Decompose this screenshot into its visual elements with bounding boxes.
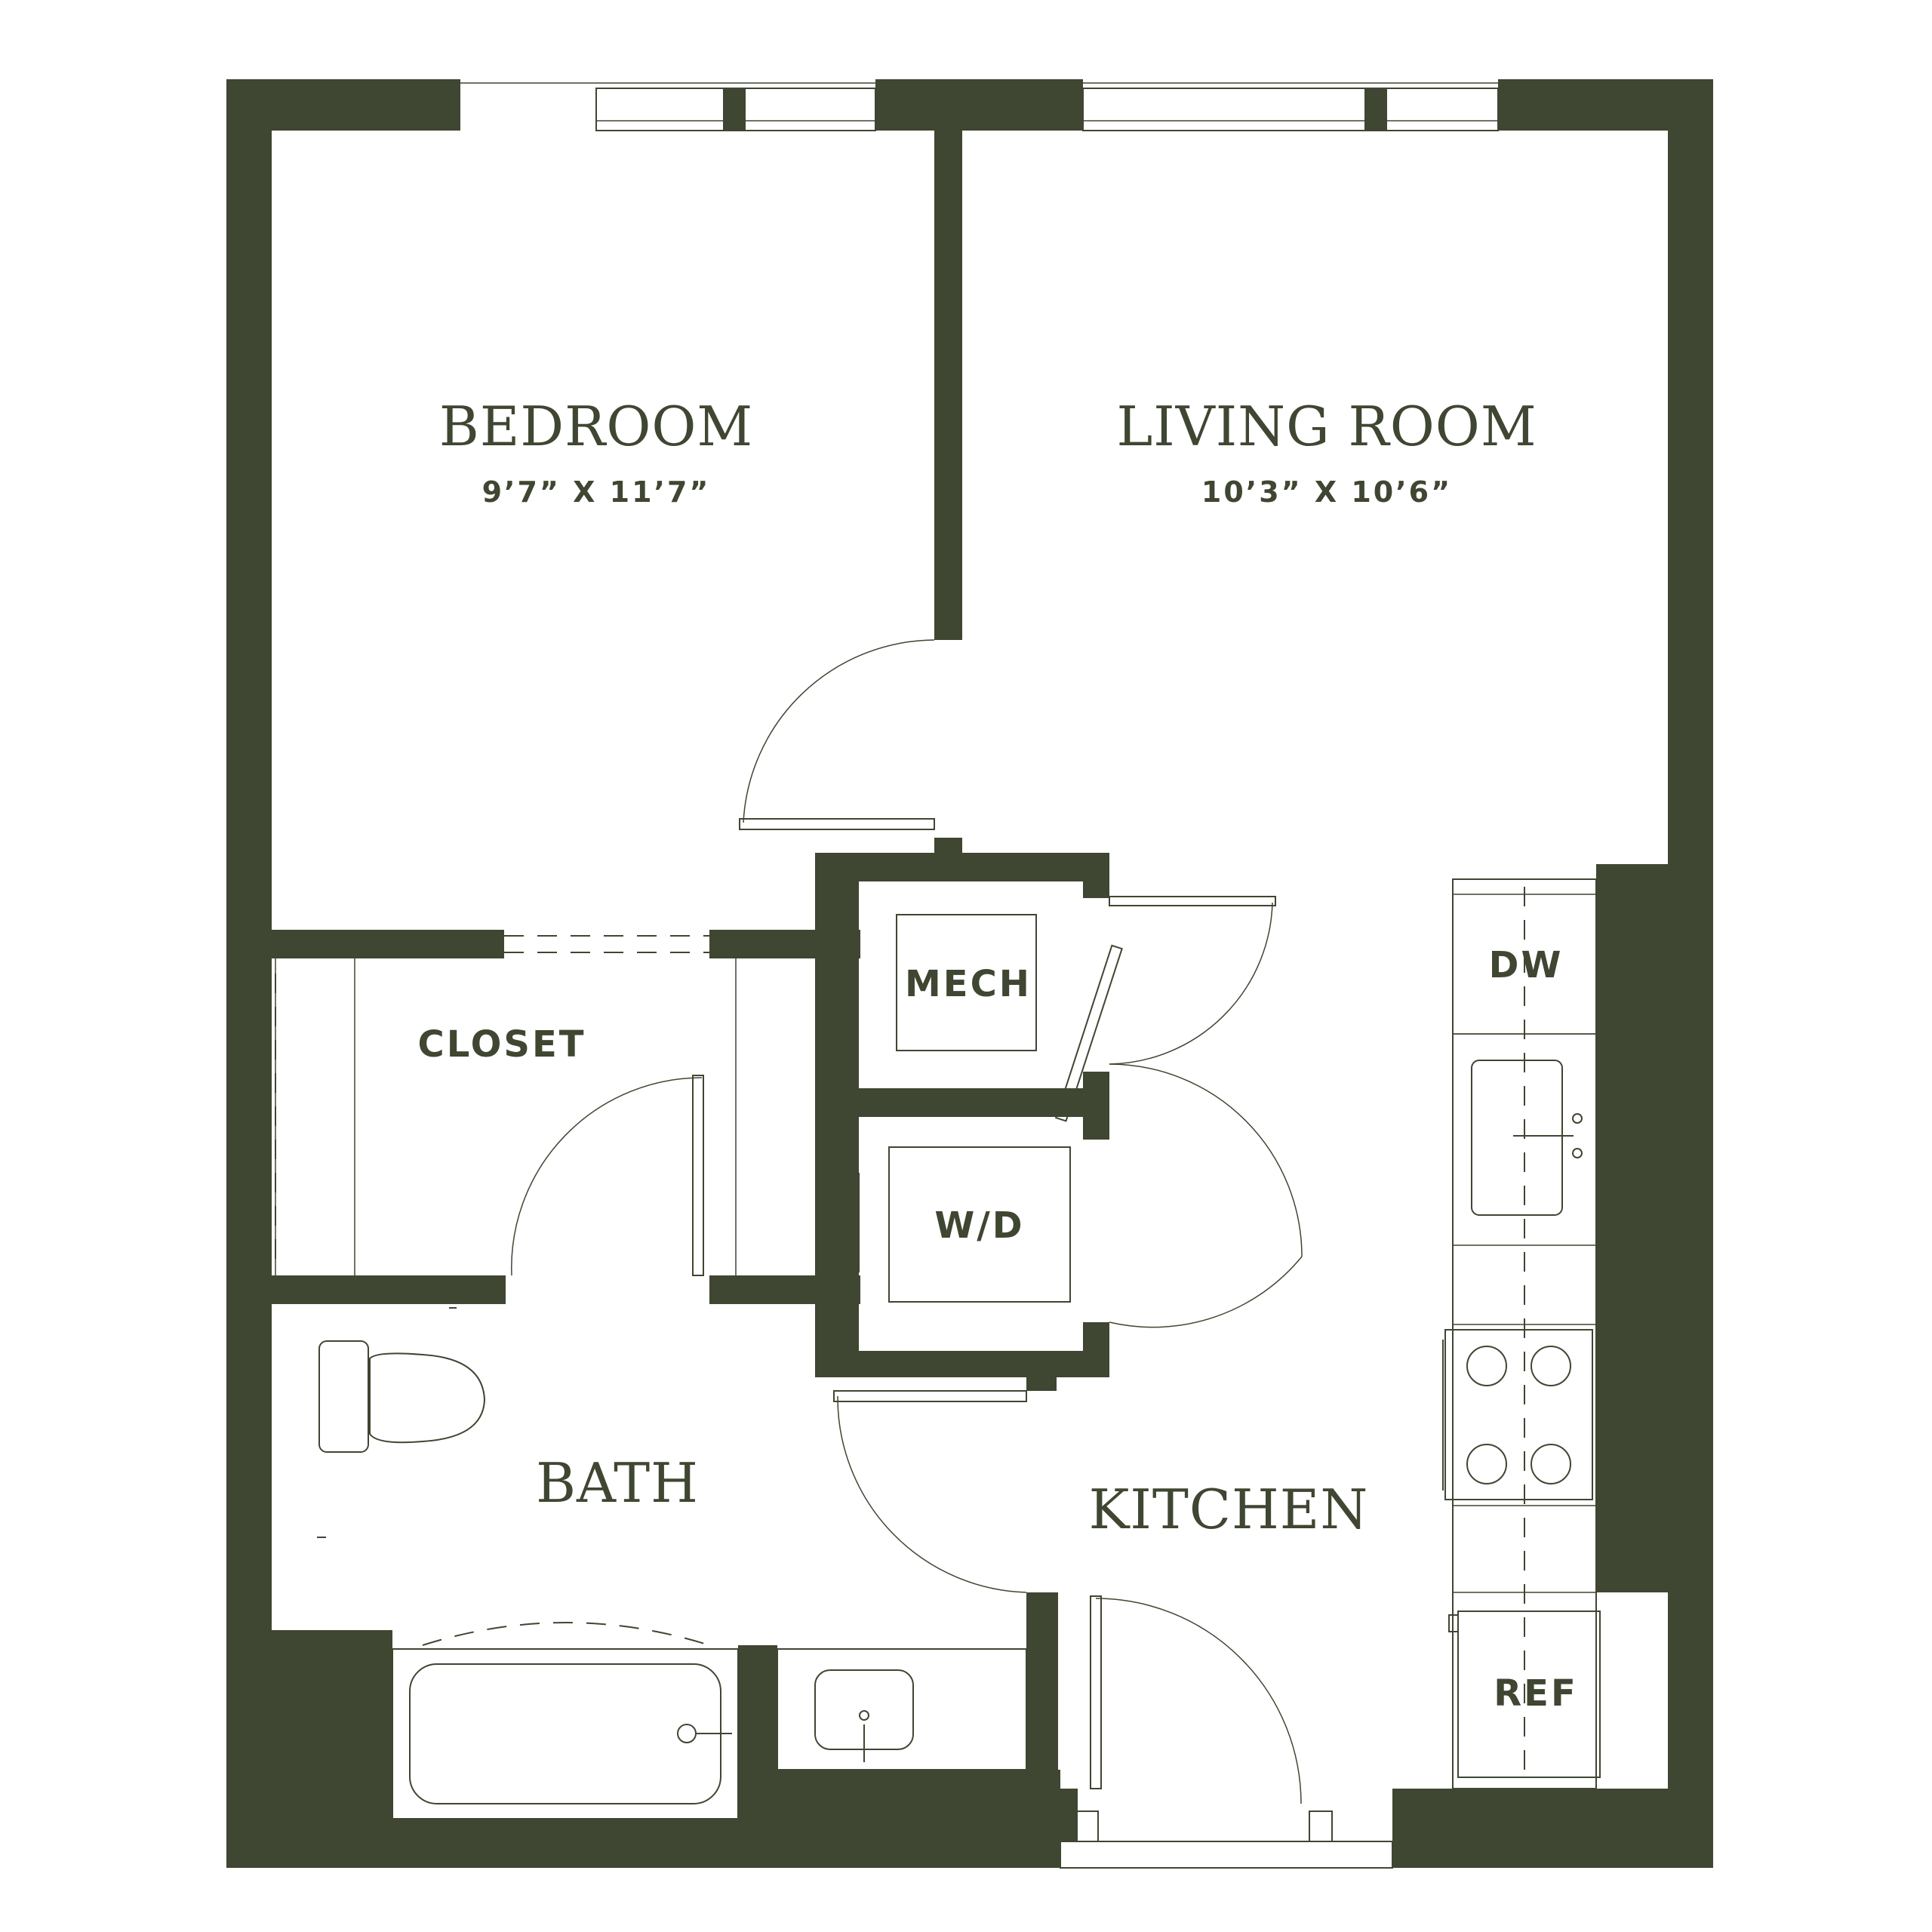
- entry-threshold: [1060, 1810, 1393, 1869]
- wall-core-right-bottom: [1083, 1322, 1109, 1377]
- wall-bath-kitchen-divider: [1026, 1592, 1058, 1819]
- kitchen-counter: [1452, 878, 1597, 1789]
- washer-dryer-unit: [888, 1146, 1071, 1303]
- room-dimensions-living-room: 10’3” X 10’6”: [1201, 475, 1452, 509]
- room-label-living-room: LIVING ROOM: [1116, 395, 1537, 458]
- kitchen-sink: [1471, 1060, 1583, 1216]
- room-label-mech: MECH: [905, 963, 1032, 1005]
- closet-sliding-door: [275, 935, 737, 1275]
- doors: [275, 639, 1303, 1804]
- fixtures: [317, 878, 1601, 1820]
- room-label-closet: CLOSET: [417, 1023, 586, 1066]
- wd-door: [851, 1063, 1303, 1328]
- wall-outer-top-left: [226, 79, 460, 131]
- bath-door: [511, 1075, 704, 1276]
- room-label-bedroom: BEDROOM: [439, 395, 753, 458]
- bathtub: [392, 1622, 739, 1820]
- mech-door: [1054, 896, 1276, 1122]
- wall-bedroom-bottom-left: [226, 930, 504, 958]
- wall-outer-left: [226, 79, 272, 1868]
- refrigerator: [1448, 1611, 1601, 1778]
- toilet: [318, 1340, 486, 1453]
- label-dishwasher: DW: [1489, 944, 1564, 986]
- wall-divider-stub: [934, 838, 962, 853]
- room-dimensions-bedroom: 9’7” X 11’7”: [482, 475, 711, 509]
- wall-outer-top-between-windows: [875, 79, 1083, 131]
- wall-core-right-mid: [1083, 1072, 1109, 1140]
- window-living: [1082, 82, 1499, 131]
- room-label-wd: W/D: [934, 1204, 1024, 1247]
- wall-vanity-bottom: [777, 1770, 1060, 1868]
- wall-core-bottom: [815, 1351, 1109, 1377]
- walls: [226, 79, 1713, 1868]
- wall-kitchen-right-thick: [1596, 864, 1713, 1592]
- wall-closet-bottom-left: [226, 1275, 506, 1304]
- room-label-bath: BATH: [536, 1451, 699, 1515]
- wall-bedroom-living-divider: [934, 131, 962, 640]
- wall-core-stub: [1026, 1377, 1057, 1391]
- label-refrigerator: REF: [1494, 1672, 1578, 1715]
- wall-tub-vanity-divider: [738, 1645, 777, 1819]
- wall-core-top: [815, 853, 1109, 881]
- windows: [460, 82, 1499, 1869]
- room-label-kitchen: KITCHEN: [1089, 1478, 1369, 1541]
- bath-kitchen-door: [833, 1390, 1027, 1593]
- entry-door: [1090, 1595, 1302, 1804]
- wall-outer-bottom-right: [1392, 1789, 1713, 1868]
- wall-core-middle: [815, 1088, 1109, 1117]
- range-stove: [1442, 1329, 1593, 1500]
- wall-bath-bottom-left-block: [226, 1630, 392, 1868]
- dishwasher-outline: [1452, 894, 1597, 1035]
- labels: BEDROOM 9’7” X 11’7” LIVING ROOM 10’3” X…: [417, 395, 1578, 1715]
- wall-core-right-top: [1083, 853, 1109, 898]
- mech-unit: [896, 914, 1037, 1051]
- window-bedroom: [460, 82, 876, 131]
- bedroom-door: [739, 639, 935, 830]
- bath-vanity: [777, 1648, 1027, 1770]
